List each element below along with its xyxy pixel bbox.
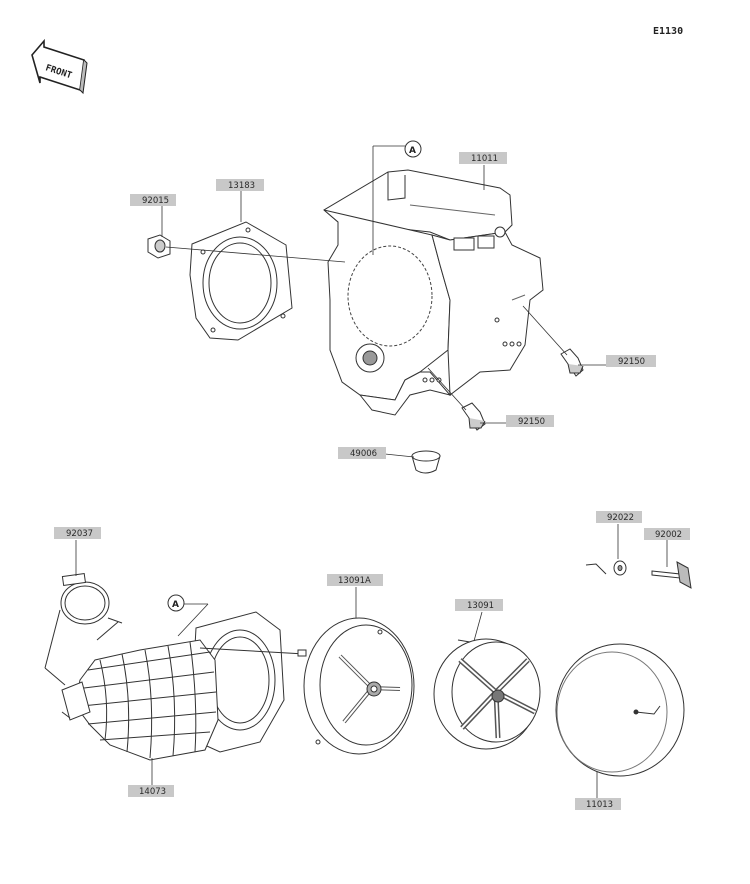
callout-a-top: A — [404, 140, 422, 158]
label-92022: 92022 — [596, 511, 642, 523]
callout-a-top-letter: A — [409, 146, 416, 156]
svg-text:13091A: 13091A — [338, 576, 371, 586]
front-arrow-icon: FRONT — [31, 38, 88, 95]
intake-duct-14073 — [61, 611, 307, 761]
clamp-92037 — [44, 572, 123, 686]
filter-element-11013 — [555, 643, 685, 777]
washer-92022 — [585, 560, 627, 576]
label-92037: 92037 — [54, 527, 101, 539]
label-13183: 13183 — [216, 179, 264, 191]
svg-text:11011: 11011 — [471, 154, 498, 164]
label-92002: 92002 — [644, 528, 690, 540]
svg-text:92015: 92015 — [142, 196, 169, 206]
nut-92015 — [147, 234, 171, 259]
label-13091: 13091 — [455, 599, 503, 611]
svg-text:49006: 49006 — [350, 449, 377, 459]
label-13091a: 13091A — [327, 574, 383, 586]
cage-13091 — [433, 638, 541, 750]
svg-text:92150: 92150 — [518, 417, 545, 427]
svg-text:13183: 13183 — [228, 181, 255, 191]
part-labels: 92015 13183 11011 92150 92150 49006 9203… — [54, 152, 690, 810]
gasket-13183 — [189, 221, 293, 341]
svg-text:92150: 92150 — [618, 357, 645, 367]
diagram-code: E1130 — [653, 26, 683, 37]
svg-text:92037: 92037 — [66, 529, 93, 539]
airbox-housing — [323, 169, 544, 416]
bolt-92150-lower — [461, 402, 486, 431]
svg-text:92002: 92002 — [655, 530, 682, 540]
bottom-leader-lines — [75, 524, 668, 798]
plate-13091a — [303, 617, 415, 755]
bolt-92150-upper — [560, 348, 584, 377]
label-92150-lower: 92150 — [506, 415, 554, 427]
callout-a-bottom: A — [167, 594, 209, 637]
svg-text:11013: 11013 — [586, 800, 613, 810]
svg-text:14073: 14073 — [139, 787, 166, 797]
label-92150-upper: 92150 — [606, 355, 656, 367]
label-14073: 14073 — [128, 785, 174, 797]
label-11013: 11013 — [575, 798, 621, 810]
callout-a-bottom-letter: A — [172, 600, 179, 610]
svg-text:92022: 92022 — [607, 513, 634, 523]
label-49006: 49006 — [338, 447, 386, 459]
label-11011: 11011 — [459, 152, 507, 164]
wing-bolt-92002 — [651, 561, 692, 589]
svg-text:13091: 13091 — [467, 601, 494, 611]
label-92015: 92015 — [130, 194, 176, 206]
top-leader-lines — [161, 145, 606, 458]
cap-49006 — [411, 450, 441, 474]
